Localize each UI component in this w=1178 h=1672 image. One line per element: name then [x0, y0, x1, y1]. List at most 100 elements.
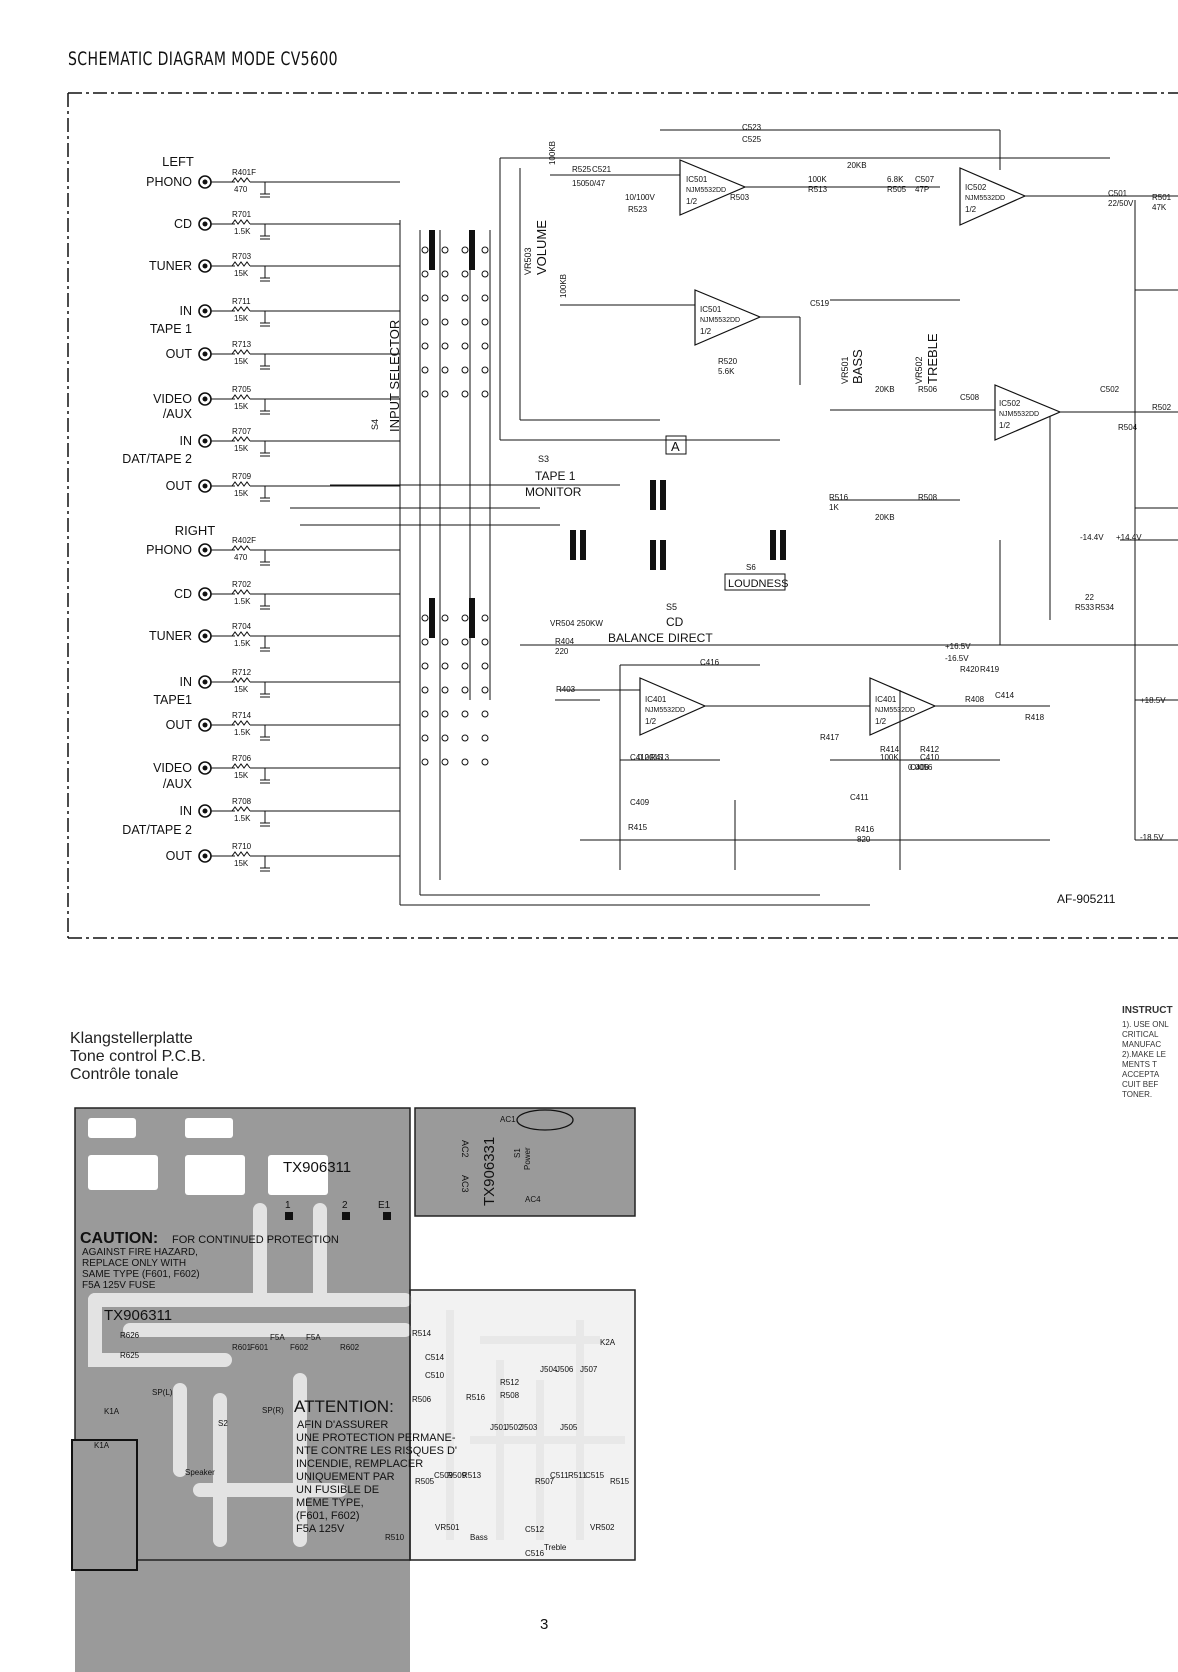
- pcb-part-label: J505: [560, 1423, 578, 1432]
- right-input-labels: PHONOCDTUNERINTAPE1OUTVIDEO/AUXINDAT/TAP…: [122, 543, 192, 863]
- component-label: 150: [572, 179, 586, 188]
- pcb-part-label: R511: [568, 1471, 587, 1480]
- attention-line: AFIN D'ASSURER: [297, 1419, 388, 1431]
- tape-monitor-label: MONITOR: [525, 485, 582, 499]
- switch-contact: [421, 734, 429, 742]
- switch-contact: [421, 710, 429, 718]
- pcb-part-label: J506: [556, 1365, 574, 1374]
- rca-jack: [198, 629, 235, 643]
- component-label: R505: [887, 185, 907, 194]
- s4-label: S4: [370, 419, 380, 430]
- resistor-ref: R711: [232, 297, 251, 306]
- component-label: R508: [918, 493, 938, 502]
- schematic-frame: [67, 92, 1178, 939]
- attention-line: (F601, F602): [296, 1510, 360, 1522]
- pcb-part-label: R506: [412, 1395, 432, 1404]
- power-rail-labels: +16.5V-16.5V+14.4V-14.4V+18.5V-18.5V: [945, 533, 1166, 842]
- ic-part-label: NJM5532DD: [999, 411, 1039, 418]
- component-label: 47K: [1152, 203, 1167, 212]
- pcb-part-label: F5A: [270, 1333, 285, 1342]
- switch-contact: [421, 662, 429, 670]
- component-label: R403: [556, 685, 576, 694]
- switch-contact: [461, 366, 469, 374]
- pcb-part-label: C515: [585, 1471, 605, 1480]
- component-label: C502: [1100, 385, 1120, 394]
- component-label: C501: [1108, 189, 1128, 198]
- switch-contact: [421, 686, 429, 694]
- attention-line: UNE PROTECTION PERMANE-: [296, 1432, 456, 1444]
- switch-contact: [481, 686, 489, 694]
- pcb-terminals: 1 2 E1: [285, 1200, 391, 1220]
- resistor-ref: R710: [232, 842, 252, 851]
- resistor-value: 15K: [234, 859, 249, 868]
- pcb-part-label: J503: [520, 1423, 538, 1432]
- pcb-board-id: TX906311: [283, 1159, 351, 1176]
- rail-label: -14.4V: [1080, 533, 1104, 542]
- resistor-ref: R702: [232, 580, 252, 589]
- component-label: 0.0015: [638, 753, 663, 762]
- attention-line: INCENDIE, REMPLACER: [296, 1458, 423, 1470]
- pcb-part-label: K2A: [600, 1338, 616, 1347]
- rca-jack: [198, 217, 235, 231]
- resistor: R702 1.5K: [231, 580, 300, 610]
- resistor: R710 15K: [231, 842, 300, 872]
- component-label: C416: [700, 658, 720, 667]
- s5-label: S5: [666, 602, 677, 612]
- instructions-line: MENTS T: [1122, 1060, 1157, 1069]
- pcb-part-label: C511: [550, 1471, 569, 1480]
- component-label: 5.6K: [718, 367, 735, 376]
- attention-line: NTE CONTRE LES RISQUES D': [296, 1445, 457, 1457]
- component-label: 0.0056: [908, 763, 933, 772]
- component-label: 6.8K: [887, 175, 904, 184]
- component-label: 100K: [880, 753, 899, 762]
- vr503-label: VR503: [523, 247, 533, 275]
- component-label: R506: [918, 385, 938, 394]
- ic-part-label: NJM5532DD: [965, 195, 1005, 202]
- pcb-part-label: C514: [425, 1353, 445, 1362]
- rca-jack: [198, 543, 235, 557]
- pcb-part-label: C512: [525, 1525, 545, 1534]
- vr502-label: VR502: [914, 356, 924, 384]
- vr501-label: VR501: [840, 356, 850, 384]
- switch-contact: [441, 686, 449, 694]
- ic-ref-label: IC401: [645, 695, 667, 704]
- switch-contact: [481, 342, 489, 350]
- resistor-value: 15K: [234, 444, 249, 453]
- switch-contact: [481, 662, 489, 670]
- pcb-part-label: F602: [290, 1343, 309, 1352]
- pcb-part-label: Speaker: [185, 1468, 215, 1477]
- resistor-value: 1.5K: [234, 597, 251, 606]
- pcb-part-label: R507: [535, 1477, 555, 1486]
- switch-contact: [481, 318, 489, 326]
- pcb-part-label: F5A: [306, 1333, 321, 1342]
- pcb-part-label: F601: [250, 1343, 269, 1352]
- ac-label: AC4: [525, 1195, 541, 1204]
- ic-unit-label: 1/2: [999, 421, 1011, 430]
- pcb-board-id: TX906311: [104, 1307, 172, 1324]
- rca-jack: [198, 587, 235, 601]
- pcb-part-label: Treble: [544, 1543, 567, 1552]
- pcb-part-label: R626: [120, 1331, 140, 1340]
- pcb-part-label: R625: [120, 1351, 140, 1360]
- fuse-outline: [516, 1109, 574, 1131]
- switch-wiper: [429, 598, 435, 638]
- resistor-ref: R709: [232, 472, 252, 481]
- resistor-value: 15K: [234, 314, 249, 323]
- ic-ref-label: IC401: [875, 695, 897, 704]
- rca-jack: [198, 761, 235, 775]
- component-label: R534: [1095, 603, 1115, 612]
- pcb-caption-en: Tone control P.C.B.: [70, 1048, 206, 1065]
- input-label: TAPE 1: [150, 322, 192, 336]
- resistor-ref: R714: [232, 711, 252, 720]
- component-label: C521: [592, 165, 612, 174]
- opamp-ic501b: [694, 289, 762, 346]
- pcb-part-label: J504: [540, 1365, 558, 1374]
- switch-contact: [441, 318, 449, 326]
- component-label: R503: [730, 193, 750, 202]
- resistor-ref: R708: [232, 797, 252, 806]
- switch-contact: [461, 710, 469, 718]
